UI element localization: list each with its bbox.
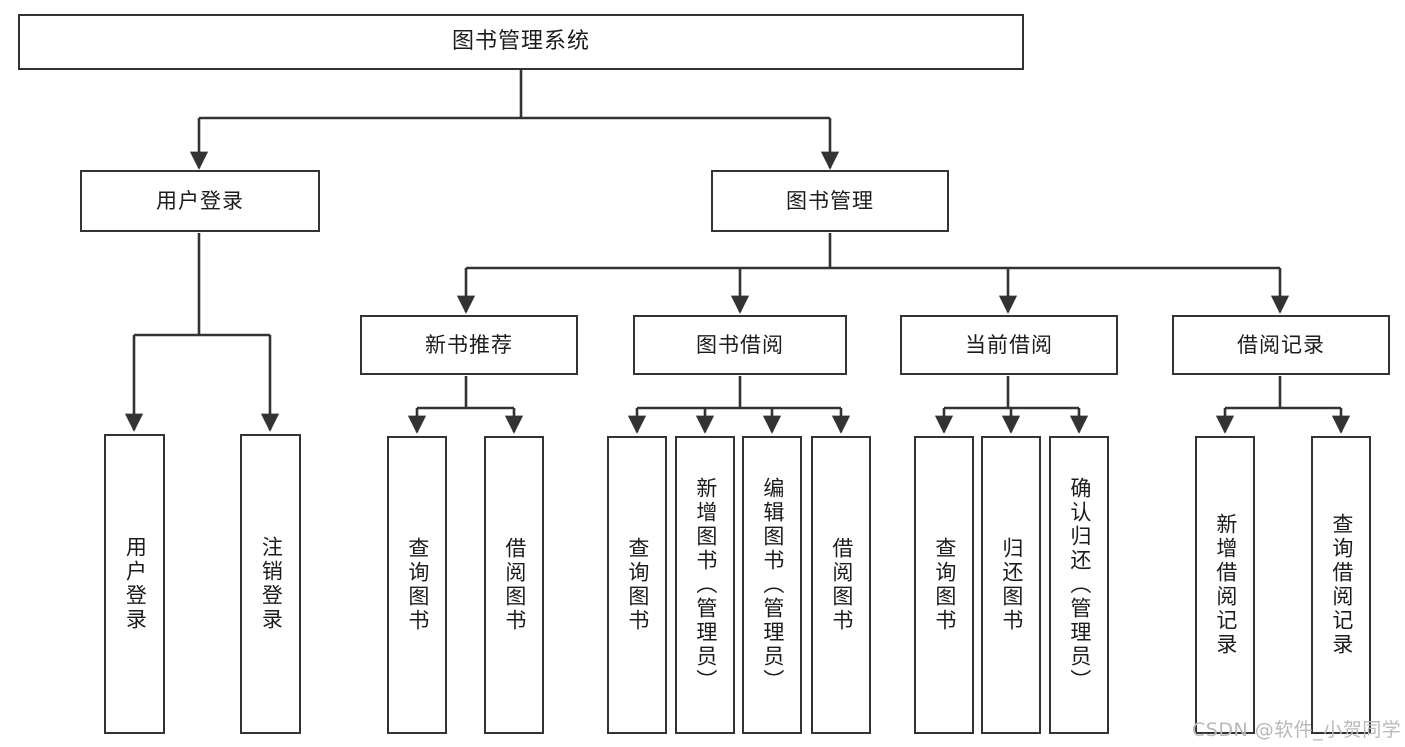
- node-leaf-add-book-label: 新增图书（管理员）: [693, 477, 718, 693]
- node-leaf-query-book-2[interactable]: 查询图书: [607, 436, 667, 734]
- node-leaf-borrow-book-2-label: 借阅图书: [829, 537, 854, 633]
- node-book-borrow[interactable]: 图书借阅: [633, 315, 847, 375]
- node-leaf-return-book[interactable]: 归还图书: [981, 436, 1041, 734]
- node-leaf-add-record-label: 新增借阅记录: [1213, 513, 1238, 657]
- node-new-book-rec-label: 新书推荐: [425, 332, 513, 357]
- node-book-manage-label: 图书管理: [786, 188, 874, 213]
- node-leaf-query-record-label: 查询借阅记录: [1329, 513, 1354, 657]
- node-current-borrow-label: 当前借阅: [965, 332, 1053, 357]
- node-current-borrow[interactable]: 当前借阅: [900, 315, 1118, 375]
- node-book-manage[interactable]: 图书管理: [711, 170, 949, 232]
- node-leaf-borrow-book-1[interactable]: 借阅图书: [484, 436, 544, 734]
- node-leaf-add-book[interactable]: 新增图书（管理员）: [675, 436, 735, 734]
- node-leaf-return-book-label: 归还图书: [999, 537, 1024, 633]
- node-leaf-edit-book[interactable]: 编辑图书（管理员）: [742, 436, 802, 734]
- node-leaf-query-book-1[interactable]: 查询图书: [387, 436, 447, 734]
- node-leaf-confirm-return-label: 确认归还（管理员）: [1067, 477, 1092, 693]
- node-leaf-query-book-2-label: 查询图书: [625, 537, 650, 633]
- node-borrow-record-label: 借阅记录: [1237, 332, 1325, 357]
- node-leaf-borrow-book-1-label: 借阅图书: [502, 537, 527, 633]
- node-user-login-label: 用户登录: [156, 188, 244, 213]
- node-user-login[interactable]: 用户登录: [80, 170, 320, 232]
- node-leaf-query-book-3-label: 查询图书: [932, 537, 957, 633]
- node-new-book-rec[interactable]: 新书推荐: [360, 315, 578, 375]
- node-leaf-query-record[interactable]: 查询借阅记录: [1311, 436, 1371, 734]
- node-leaf-edit-book-label: 编辑图书（管理员）: [760, 477, 785, 693]
- node-root[interactable]: 图书管理系统: [18, 14, 1024, 70]
- node-leaf-borrow-book-2[interactable]: 借阅图书: [811, 436, 871, 734]
- node-leaf-query-book-1-label: 查询图书: [405, 537, 430, 633]
- node-leaf-user-logout-label: 注销登录: [259, 536, 284, 632]
- node-leaf-confirm-return[interactable]: 确认归还（管理员）: [1049, 436, 1109, 734]
- csdn-watermark: CSDN @软件_小贺同学: [1192, 719, 1402, 741]
- node-book-borrow-label: 图书借阅: [696, 332, 784, 357]
- node-borrow-record[interactable]: 借阅记录: [1172, 315, 1390, 375]
- node-leaf-query-book-3[interactable]: 查询图书: [914, 436, 974, 734]
- node-leaf-user-logout[interactable]: 注销登录: [240, 434, 301, 734]
- node-root-label: 图书管理系统: [451, 29, 590, 55]
- node-leaf-user-login-label: 用户登录: [123, 536, 148, 632]
- node-leaf-user-login[interactable]: 用户登录: [104, 434, 165, 734]
- node-leaf-add-record[interactable]: 新增借阅记录: [1195, 436, 1255, 734]
